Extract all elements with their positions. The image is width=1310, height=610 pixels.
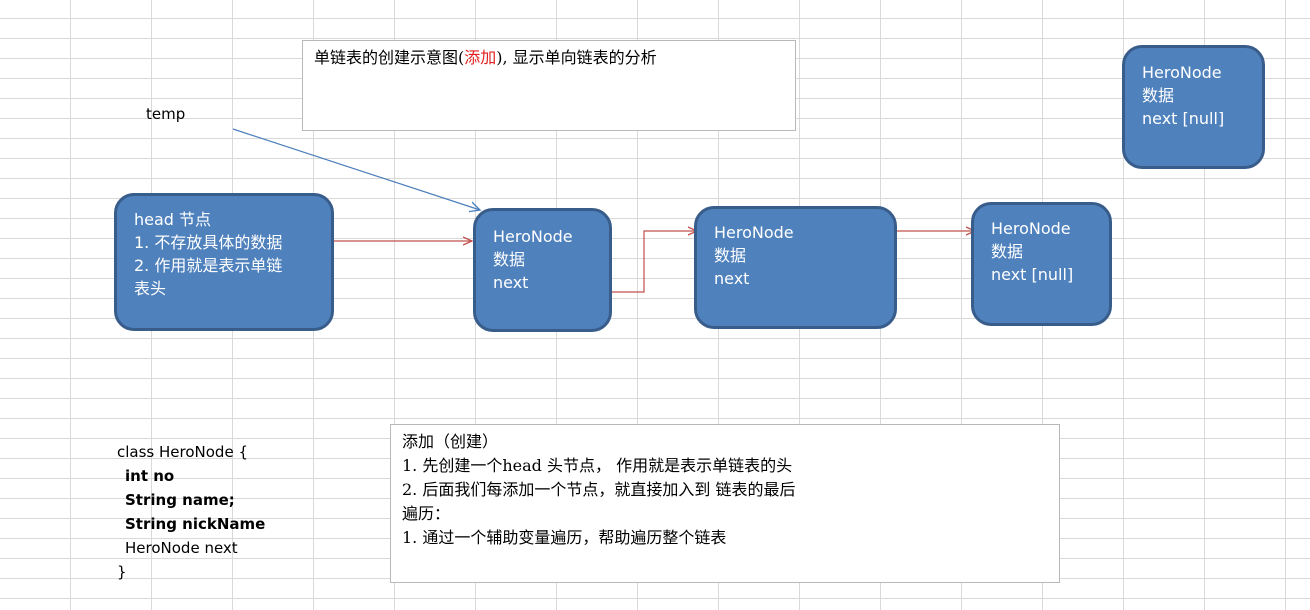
hero-node-2: HeroNode 数据 next: [694, 206, 897, 329]
title-box: 单链表的创建示意图(添加), 显示单向链表的分析: [302, 40, 796, 131]
title-part-1: 单链表的创建示意图(: [314, 48, 465, 67]
hero-node-name: HeroNode: [1142, 63, 1222, 82]
head-node-line-2: 2. 作用就是表示单链: [134, 256, 283, 275]
code-line-nickname: String nickName: [125, 515, 266, 533]
hero-node-data: 数据: [1142, 86, 1175, 105]
code-line-next: HeroNode next: [125, 539, 238, 557]
hero-node-data: 数据: [991, 242, 1024, 261]
hero-node-data: 数据: [714, 246, 747, 265]
title-highlight: 添加: [464, 48, 497, 67]
code-line-name: String name;: [125, 491, 235, 509]
hero-node-1: HeroNode 数据 next: [473, 208, 612, 332]
title-part-3: ), 显示单向链表的分析: [496, 48, 657, 67]
class-definition: class HeroNode { int no String name; Str…: [117, 440, 265, 584]
explain-line-4: 遍历：: [402, 504, 451, 523]
hero-node-3: HeroNode 数据 next [null]: [971, 202, 1112, 326]
explanation-box: 添加（创建） 1. 先创建一个head 头节点， 作用就是表示单链表的头 2. …: [390, 424, 1060, 583]
head-node: head 节点 1. 不存放具体的数据 2. 作用就是表示单链 表头: [114, 193, 334, 331]
head-node-title: head 节点: [134, 210, 212, 229]
explain-line-2: 1. 先创建一个head 头节点， 作用就是表示单链表的头: [402, 456, 793, 475]
hero-node-data: 数据: [493, 250, 526, 269]
hero-node-name: HeroNode: [714, 223, 794, 242]
code-line-class: class HeroNode {: [117, 443, 248, 461]
explain-line-1: 添加（创建）: [402, 432, 499, 451]
explain-line-5: 1. 通过一个辅助变量遍历，帮助遍历整个链表: [402, 528, 727, 547]
temp-label: temp: [146, 105, 186, 123]
hero-node-standalone: HeroNode 数据 next [null]: [1122, 45, 1265, 169]
title-text: 单链表的创建示意图(添加), 显示单向链表的分析: [314, 47, 795, 69]
code-line-close: }: [117, 563, 127, 581]
hero-node-next: next: [493, 273, 529, 292]
hero-node-name: HeroNode: [991, 219, 1071, 238]
explain-line-3: 2. 后面我们每添加一个节点，就直接加入到 链表的最后: [402, 480, 796, 499]
code-line-no: int no: [125, 467, 175, 485]
hero-node-next: next [null]: [1142, 109, 1225, 128]
head-node-line-1: 1. 不存放具体的数据: [134, 233, 283, 252]
hero-node-name: HeroNode: [493, 227, 573, 246]
temp-pointer-arrow: [232, 128, 480, 210]
node1-to-node2-arrow: [593, 231, 697, 293]
hero-node-next: next: [714, 269, 750, 288]
head-node-line-3: 表头: [134, 279, 167, 298]
hero-node-next: next [null]: [991, 265, 1074, 284]
